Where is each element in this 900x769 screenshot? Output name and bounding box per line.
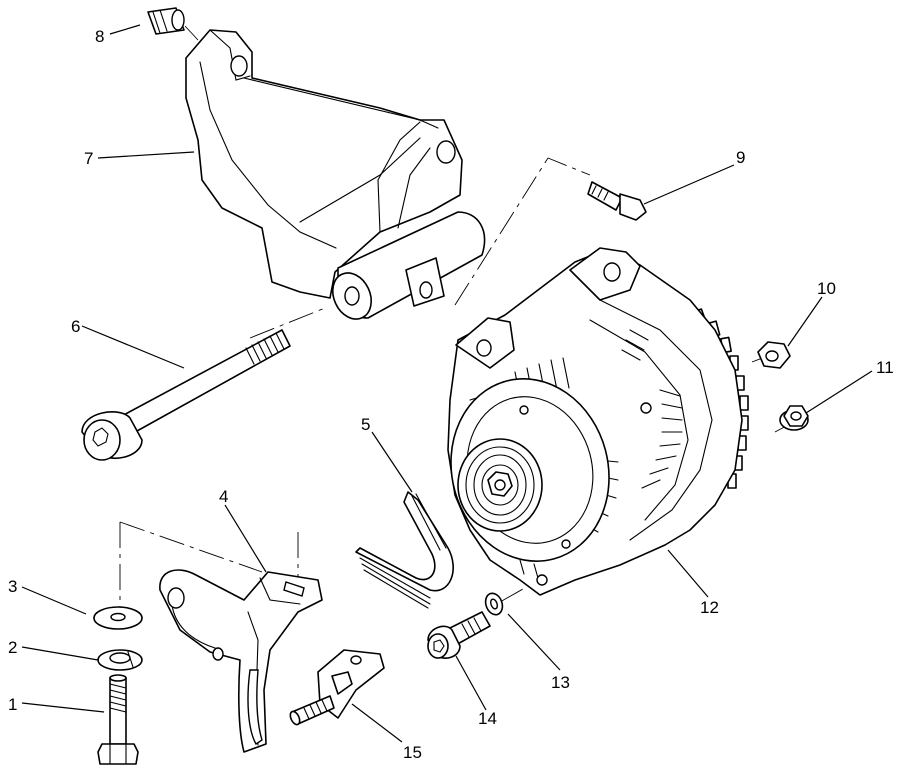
part-6-long-bolt [81,329,291,461]
callout-5: 5 [361,415,370,434]
callout-4: 4 [219,487,228,506]
callout-11: 11 [876,358,894,377]
part-5-belt [355,491,454,609]
callout-15: 15 [403,743,422,762]
callout-13: 13 [551,673,570,692]
part-12-alternator [447,247,749,596]
callout-8: 8 [95,27,104,46]
part-15-adjuster [289,649,385,726]
part-1-hex-bolt [97,674,139,765]
part-4-lower-bracket [159,569,323,753]
callout-9: 9 [736,148,745,167]
part-7-upper-bracket [185,29,486,320]
part-8-sleeve [147,7,199,41]
part-3-flat-washer [93,606,143,630]
callout-7: 7 [84,149,93,168]
callout-12: 12 [700,598,719,617]
part-13-washer [484,592,504,616]
part-2-lock-washer [97,649,143,671]
callout-6: 6 [71,317,80,336]
part-14-cap-screw [427,611,491,659]
part-10-nut [757,341,791,369]
callout-14: 14 [478,709,497,728]
callout-10: 10 [817,279,836,298]
callout-3: 3 [8,577,17,596]
part-9-bolt [587,181,647,221]
callout-2: 2 [8,638,17,657]
callout-1: 1 [8,695,17,714]
callout-labels: 1 2 3 4 5 6 7 8 9 10 11 12 13 14 15 [8,27,894,762]
part-11-flange-nut [779,405,809,431]
leader-lines [21,24,873,743]
